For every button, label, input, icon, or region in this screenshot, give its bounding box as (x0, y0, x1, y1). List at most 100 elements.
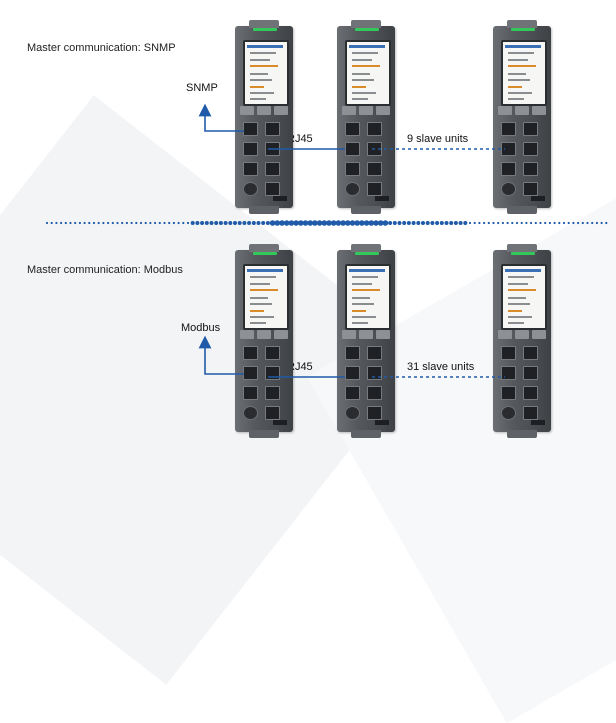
mount-ear (351, 430, 381, 438)
divider-dot (130, 221, 133, 225)
connection-lines (198, 103, 505, 378)
divider-dot (326, 220, 332, 226)
divider-dot (251, 221, 256, 225)
lcd-screen (501, 264, 547, 330)
divider-dot (307, 220, 314, 226)
protocol-label-snmp: SNMP (186, 82, 218, 94)
divider-dot (190, 221, 195, 225)
port (345, 386, 360, 400)
port (345, 142, 360, 156)
divider-dot (293, 220, 299, 226)
divider-dot (600, 221, 603, 225)
label-plate (531, 196, 545, 201)
rj45-port (523, 122, 538, 136)
divider-dot (204, 221, 209, 225)
divider-dot (69, 221, 72, 225)
label-plate (375, 420, 389, 425)
divider-dot (373, 220, 379, 226)
divider-dot (577, 221, 580, 225)
mount-ear (351, 20, 381, 28)
mount-ear (249, 20, 279, 28)
divider-dot (261, 221, 266, 225)
divider-dot (468, 221, 472, 225)
divider-dot (567, 221, 570, 225)
divider-dot (511, 221, 514, 225)
rj45-port (367, 122, 382, 136)
mount-ear (507, 20, 537, 28)
divider-dot (572, 221, 575, 225)
rj45-port (523, 182, 538, 196)
rj45-port (265, 406, 280, 420)
mount-ear (507, 430, 537, 438)
divider-dot (74, 221, 77, 225)
button-row (240, 330, 288, 339)
divider-dot (302, 220, 309, 226)
divider-dot (233, 221, 237, 225)
rj45-port (523, 406, 538, 420)
divider-dot (458, 221, 463, 225)
section-title-modbus: Master communication: Modbus (27, 264, 183, 276)
divider-dot (478, 221, 481, 225)
divider-dot (506, 221, 509, 225)
divider-dot (279, 220, 285, 226)
divider-dot (50, 221, 53, 225)
port (243, 406, 258, 420)
divider-dot (463, 221, 468, 225)
divider-dot (177, 221, 180, 225)
divider-dot (111, 221, 114, 225)
divider-dot (92, 221, 96, 225)
port (243, 182, 258, 196)
divider-dot (200, 221, 205, 225)
lcd-screen (345, 40, 391, 106)
divider-dot (444, 221, 449, 225)
port (345, 162, 360, 176)
port (243, 386, 258, 400)
divider-dot (149, 221, 152, 225)
button-row (342, 106, 390, 115)
divider-dot (430, 221, 435, 225)
divider-dot (425, 221, 430, 225)
divider-dot (242, 221, 247, 225)
rj45-port (265, 182, 280, 196)
divider-dot (218, 221, 223, 225)
divider-dot (55, 221, 58, 225)
divider-dot (421, 221, 425, 225)
label-plate (531, 420, 545, 425)
port (243, 142, 258, 156)
controller-module (493, 20, 551, 214)
lcd-screen (243, 40, 289, 106)
divider-dot (283, 220, 290, 226)
port (243, 346, 258, 360)
rj45-port (265, 122, 280, 136)
divider-dot (435, 221, 440, 225)
divider-dot (397, 221, 402, 225)
status-led (511, 28, 535, 31)
slave-count-label-top: 9 slave units (407, 133, 469, 145)
lcd-screen (345, 264, 391, 330)
port (501, 142, 516, 156)
divider-dot (539, 221, 542, 225)
divider-dot (288, 220, 295, 226)
divider-dot (562, 221, 566, 225)
divider-dot (453, 221, 458, 225)
divider-dot (406, 221, 411, 225)
divider-dot (520, 221, 523, 225)
divider-dot (388, 221, 393, 225)
label-plate (273, 420, 287, 425)
divider-dot (515, 221, 519, 225)
lcd-screen (501, 40, 547, 106)
port (501, 346, 516, 360)
rj45-port (367, 386, 382, 400)
divider-dot (483, 221, 486, 225)
divider-dot (163, 221, 166, 225)
divider-dot (487, 221, 490, 225)
port (345, 122, 360, 136)
rj45-port (523, 346, 538, 360)
divider-dot (377, 220, 384, 226)
divider-dot (186, 221, 190, 225)
divider-dot (209, 221, 214, 225)
port (345, 406, 360, 420)
rj45-port (265, 346, 280, 360)
rj45-port (367, 406, 382, 420)
divider-dot (102, 221, 105, 225)
